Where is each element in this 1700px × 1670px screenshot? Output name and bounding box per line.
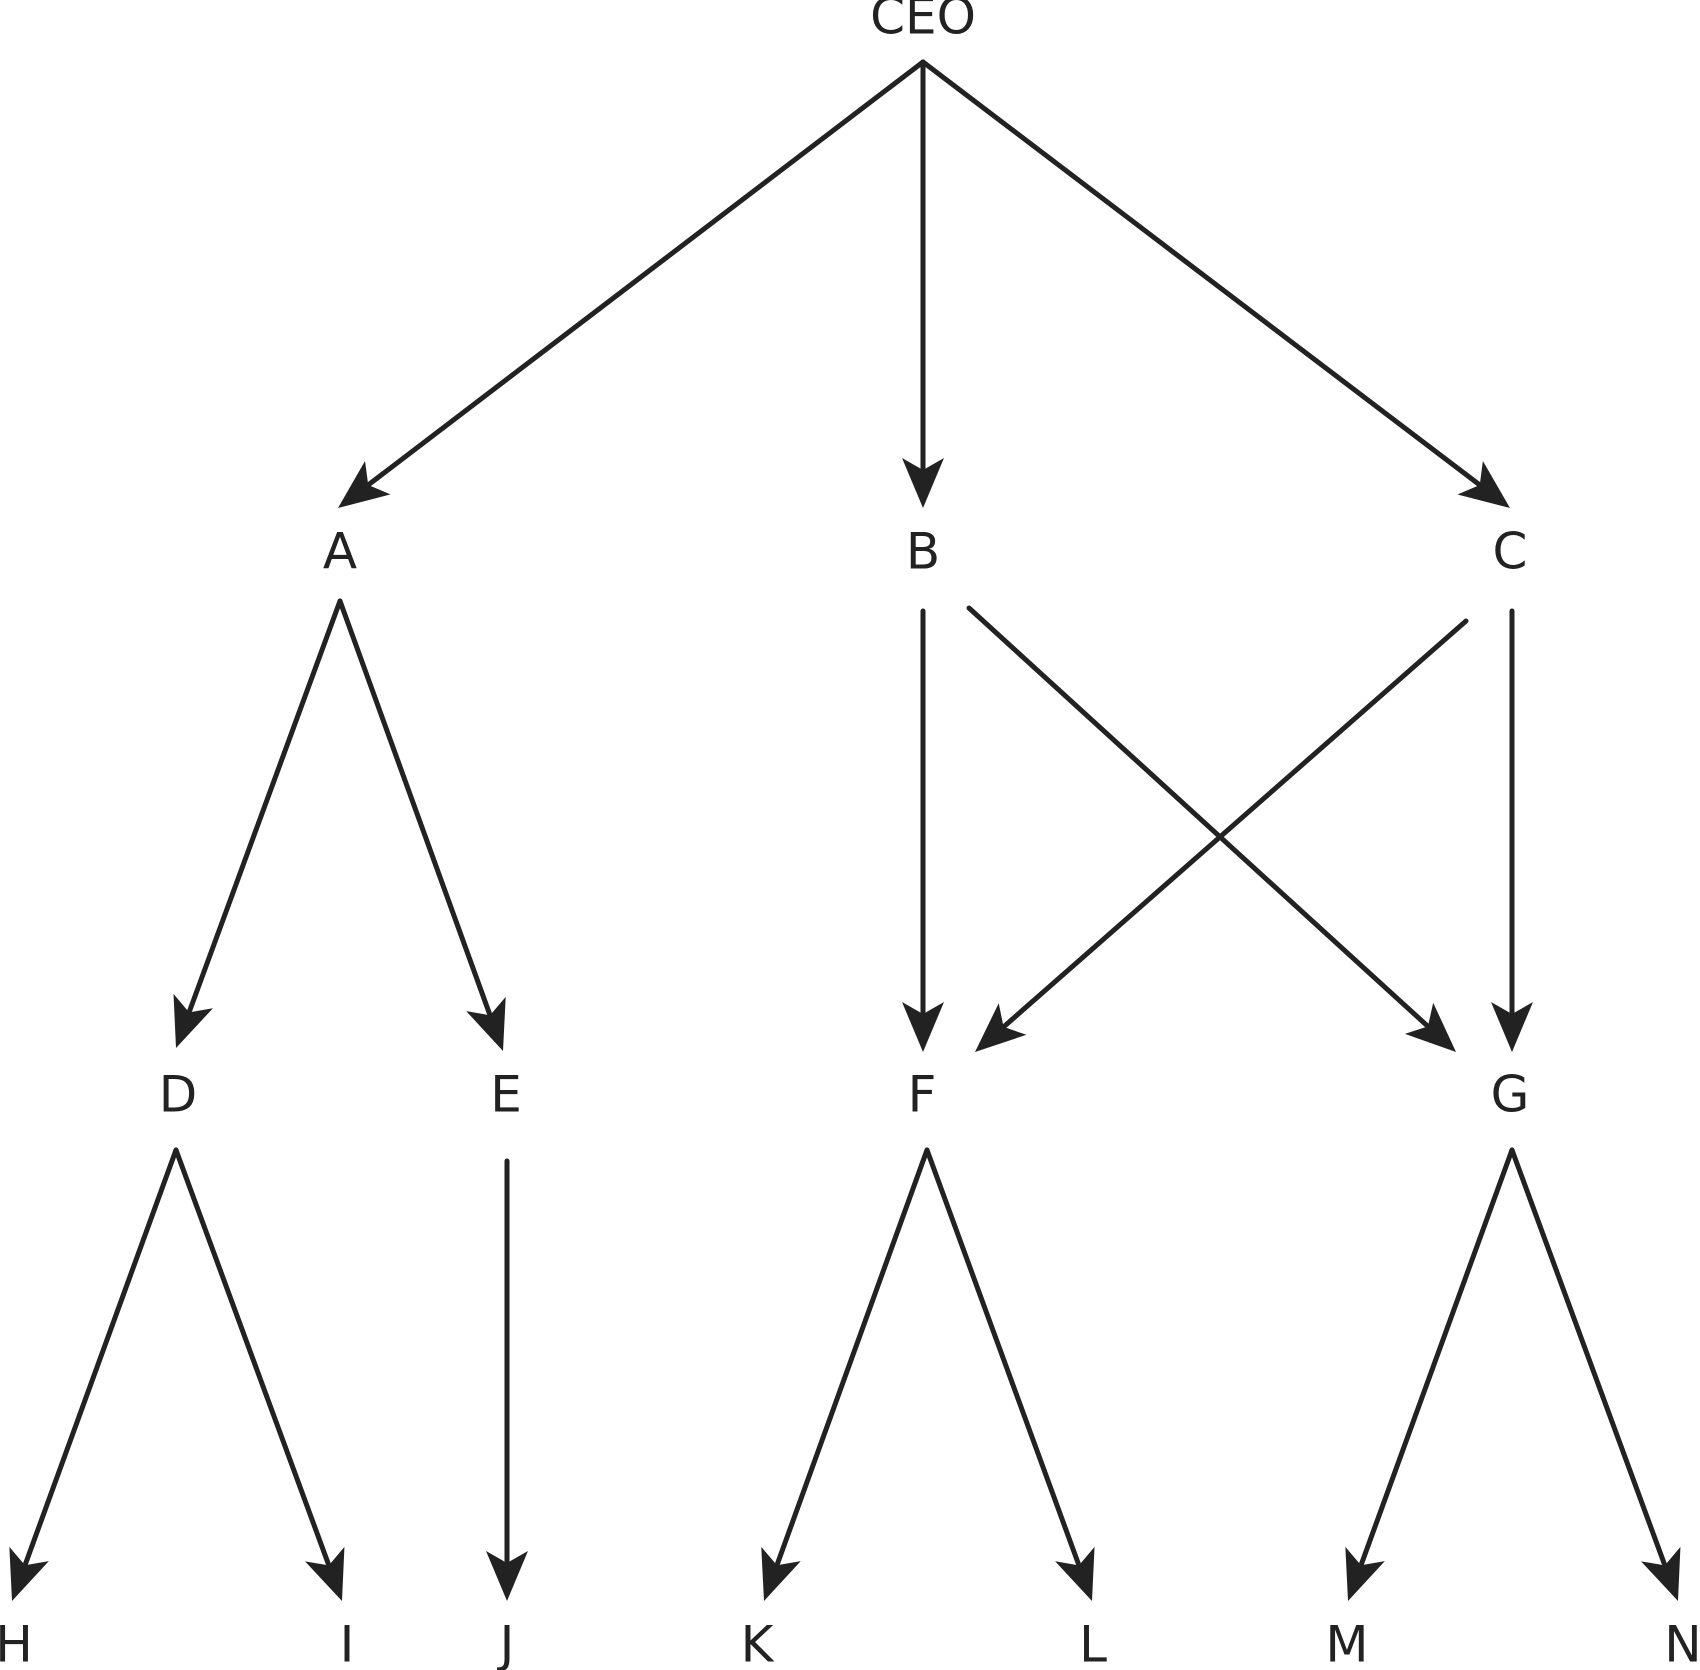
edge-ceo-to-c [920, 59, 1481, 487]
arrowhead-icon [1491, 1002, 1533, 1052]
node-m: M [1325, 1616, 1368, 1670]
node-c: C [1493, 523, 1528, 581]
node-ceo: CEO [870, 0, 976, 46]
node-e: E [490, 1066, 522, 1124]
arrowhead-icon [1641, 1546, 1681, 1601]
arrowhead-icon [1404, 1002, 1456, 1052]
node-j: J [497, 1616, 515, 1670]
edge-f-to-k [775, 1147, 930, 1566]
arrowhead-icon [9, 1546, 49, 1601]
node-k: K [741, 1616, 775, 1670]
node-b: B [906, 523, 940, 581]
edge-d-to-i [173, 1147, 331, 1566]
arrowhead-icon [902, 1002, 944, 1052]
arrowhead-icon [1055, 1546, 1095, 1601]
node-l: L [1079, 1616, 1107, 1670]
arrowhead-icon [466, 996, 506, 1051]
arrowhead-icon [1457, 461, 1510, 508]
edge-g-to-m [1359, 1147, 1515, 1566]
edge-a-to-e [337, 598, 492, 1016]
arrowhead-icon [1345, 1546, 1385, 1601]
node-a: A [323, 523, 357, 581]
node-f: F [908, 1066, 937, 1124]
edge-d-to-h [23, 1147, 179, 1566]
edges [9, 59, 1681, 1601]
edge-a-to-d [187, 598, 343, 1013]
arrowhead-icon [761, 1546, 801, 1601]
node-g: G [1491, 1066, 1530, 1124]
edge-b-to-g [966, 605, 1429, 1028]
arrowhead-icon [173, 993, 213, 1048]
node-d: D [159, 1066, 198, 1124]
node-h: H [0, 1616, 33, 1670]
node-i: I [340, 1616, 355, 1670]
node-n: N [1664, 1616, 1700, 1670]
edge-f-to-l [924, 1147, 1081, 1566]
arrowhead-icon [305, 1546, 345, 1601]
edge-g-to-n [1509, 1147, 1667, 1566]
edge-c-to-f [1002, 618, 1469, 1029]
arrowhead-icon [338, 460, 391, 508]
arrowhead-icon [902, 458, 944, 508]
arrowhead-icon [486, 1551, 528, 1601]
edge-ceo-to-a [367, 59, 926, 487]
arrowhead-icon [975, 1003, 1027, 1052]
